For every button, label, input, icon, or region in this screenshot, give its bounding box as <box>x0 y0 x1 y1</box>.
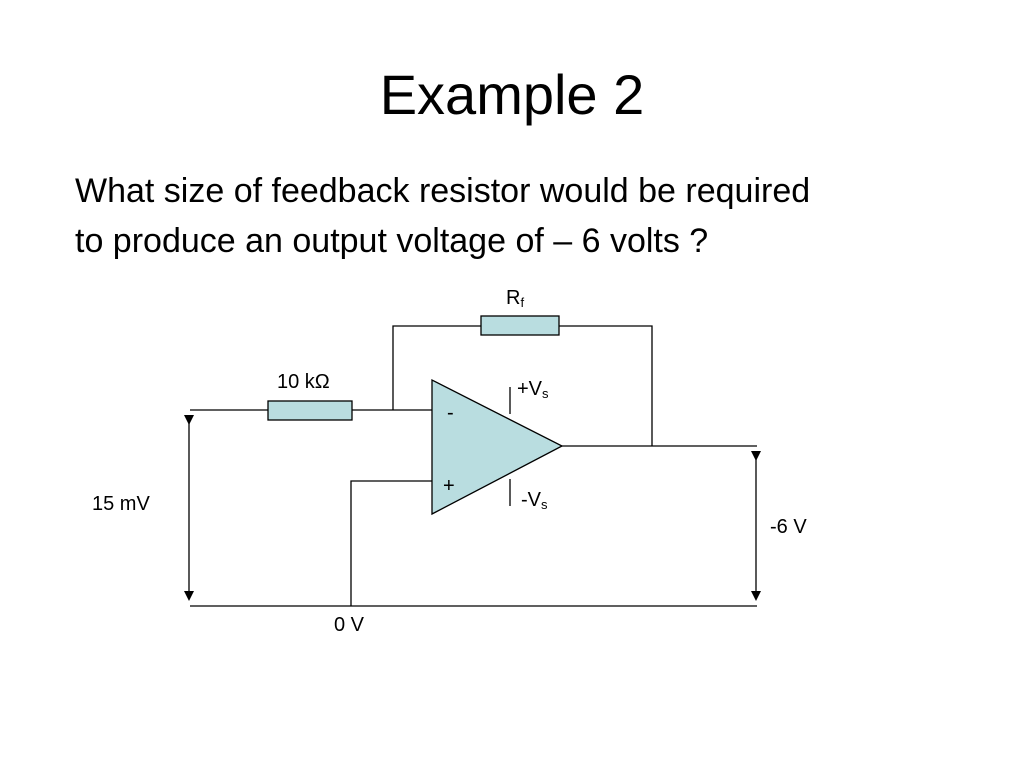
input-resistor-label: 10 kΩ <box>277 371 330 393</box>
inverting-input-label: - <box>447 402 454 424</box>
noninverting-input-label: + <box>443 475 455 497</box>
negative-supply-label: -Vs <box>521 489 548 512</box>
output-voltage-label: -6 V <box>770 516 807 538</box>
feedback-resistor-label: Rf <box>506 287 525 310</box>
ground-label: 0 V <box>334 614 365 636</box>
question-text: What size of feedback resistor would be … <box>75 166 975 266</box>
input-resistor <box>267 400 353 421</box>
input-voltage-label: 15 mV <box>92 493 150 515</box>
slide-title: Example 2 <box>379 63 645 126</box>
op-amp-triangle <box>431 378 564 516</box>
question-line-2: to produce an output voltage of – 6 volt… <box>75 222 709 260</box>
positive-supply-label: +Vs <box>517 378 549 401</box>
noninverting-ground-wire <box>350 480 432 606</box>
question-line-1: What size of feedback resistor would be … <box>75 172 811 210</box>
feedback-resistor <box>480 315 560 336</box>
